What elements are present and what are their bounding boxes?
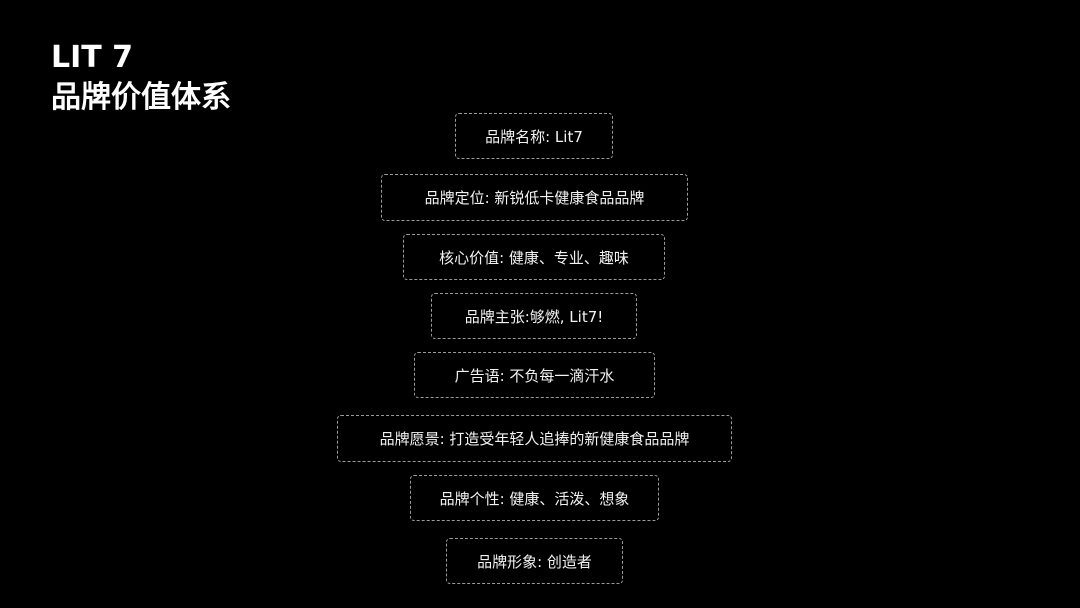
value-item-brand-name: 品牌名称: Lit7 [455,113,613,159]
value-item-vision: 品牌愿景: 打造受年轻人追捧的新健康食品品牌 [337,415,732,462]
value-item-label: 品牌名称: Lit7 [485,127,583,146]
value-item-image: 品牌形象: 创造者 [446,538,623,584]
value-item-label: 广告语: 不负每一滴汗水 [454,366,615,385]
value-item-core-value: 核心价值: 健康、专业、趣味 [403,234,665,280]
value-item-label: 品牌形象: 创造者 [477,552,592,571]
title-brand: LIT 7 [51,40,134,75]
page-title: LIT 7 品牌价值体系 [51,38,231,118]
value-item-label: 品牌愿景: 打造受年轻人追捧的新健康食品品牌 [379,430,690,448]
value-item-positioning: 品牌定位: 新锐低卡健康食品品牌 [381,174,688,221]
value-item-personality: 品牌个性: 健康、活泼、想象 [410,475,659,521]
value-item-label: 核心价值: 健康、专业、趣味 [439,248,629,267]
value-item-proposition: 品牌主张:够燃, Lit7! [431,293,637,339]
value-item-label: 品牌个性: 健康、活泼、想象 [439,489,630,508]
title-subtitle: 品牌价值体系 [51,80,231,115]
value-item-label: 品牌主张:够燃, Lit7! [464,307,604,326]
value-item-label: 品牌定位: 新锐低卡健康食品品牌 [424,189,645,207]
value-item-slogan: 广告语: 不负每一滴汗水 [414,352,655,398]
